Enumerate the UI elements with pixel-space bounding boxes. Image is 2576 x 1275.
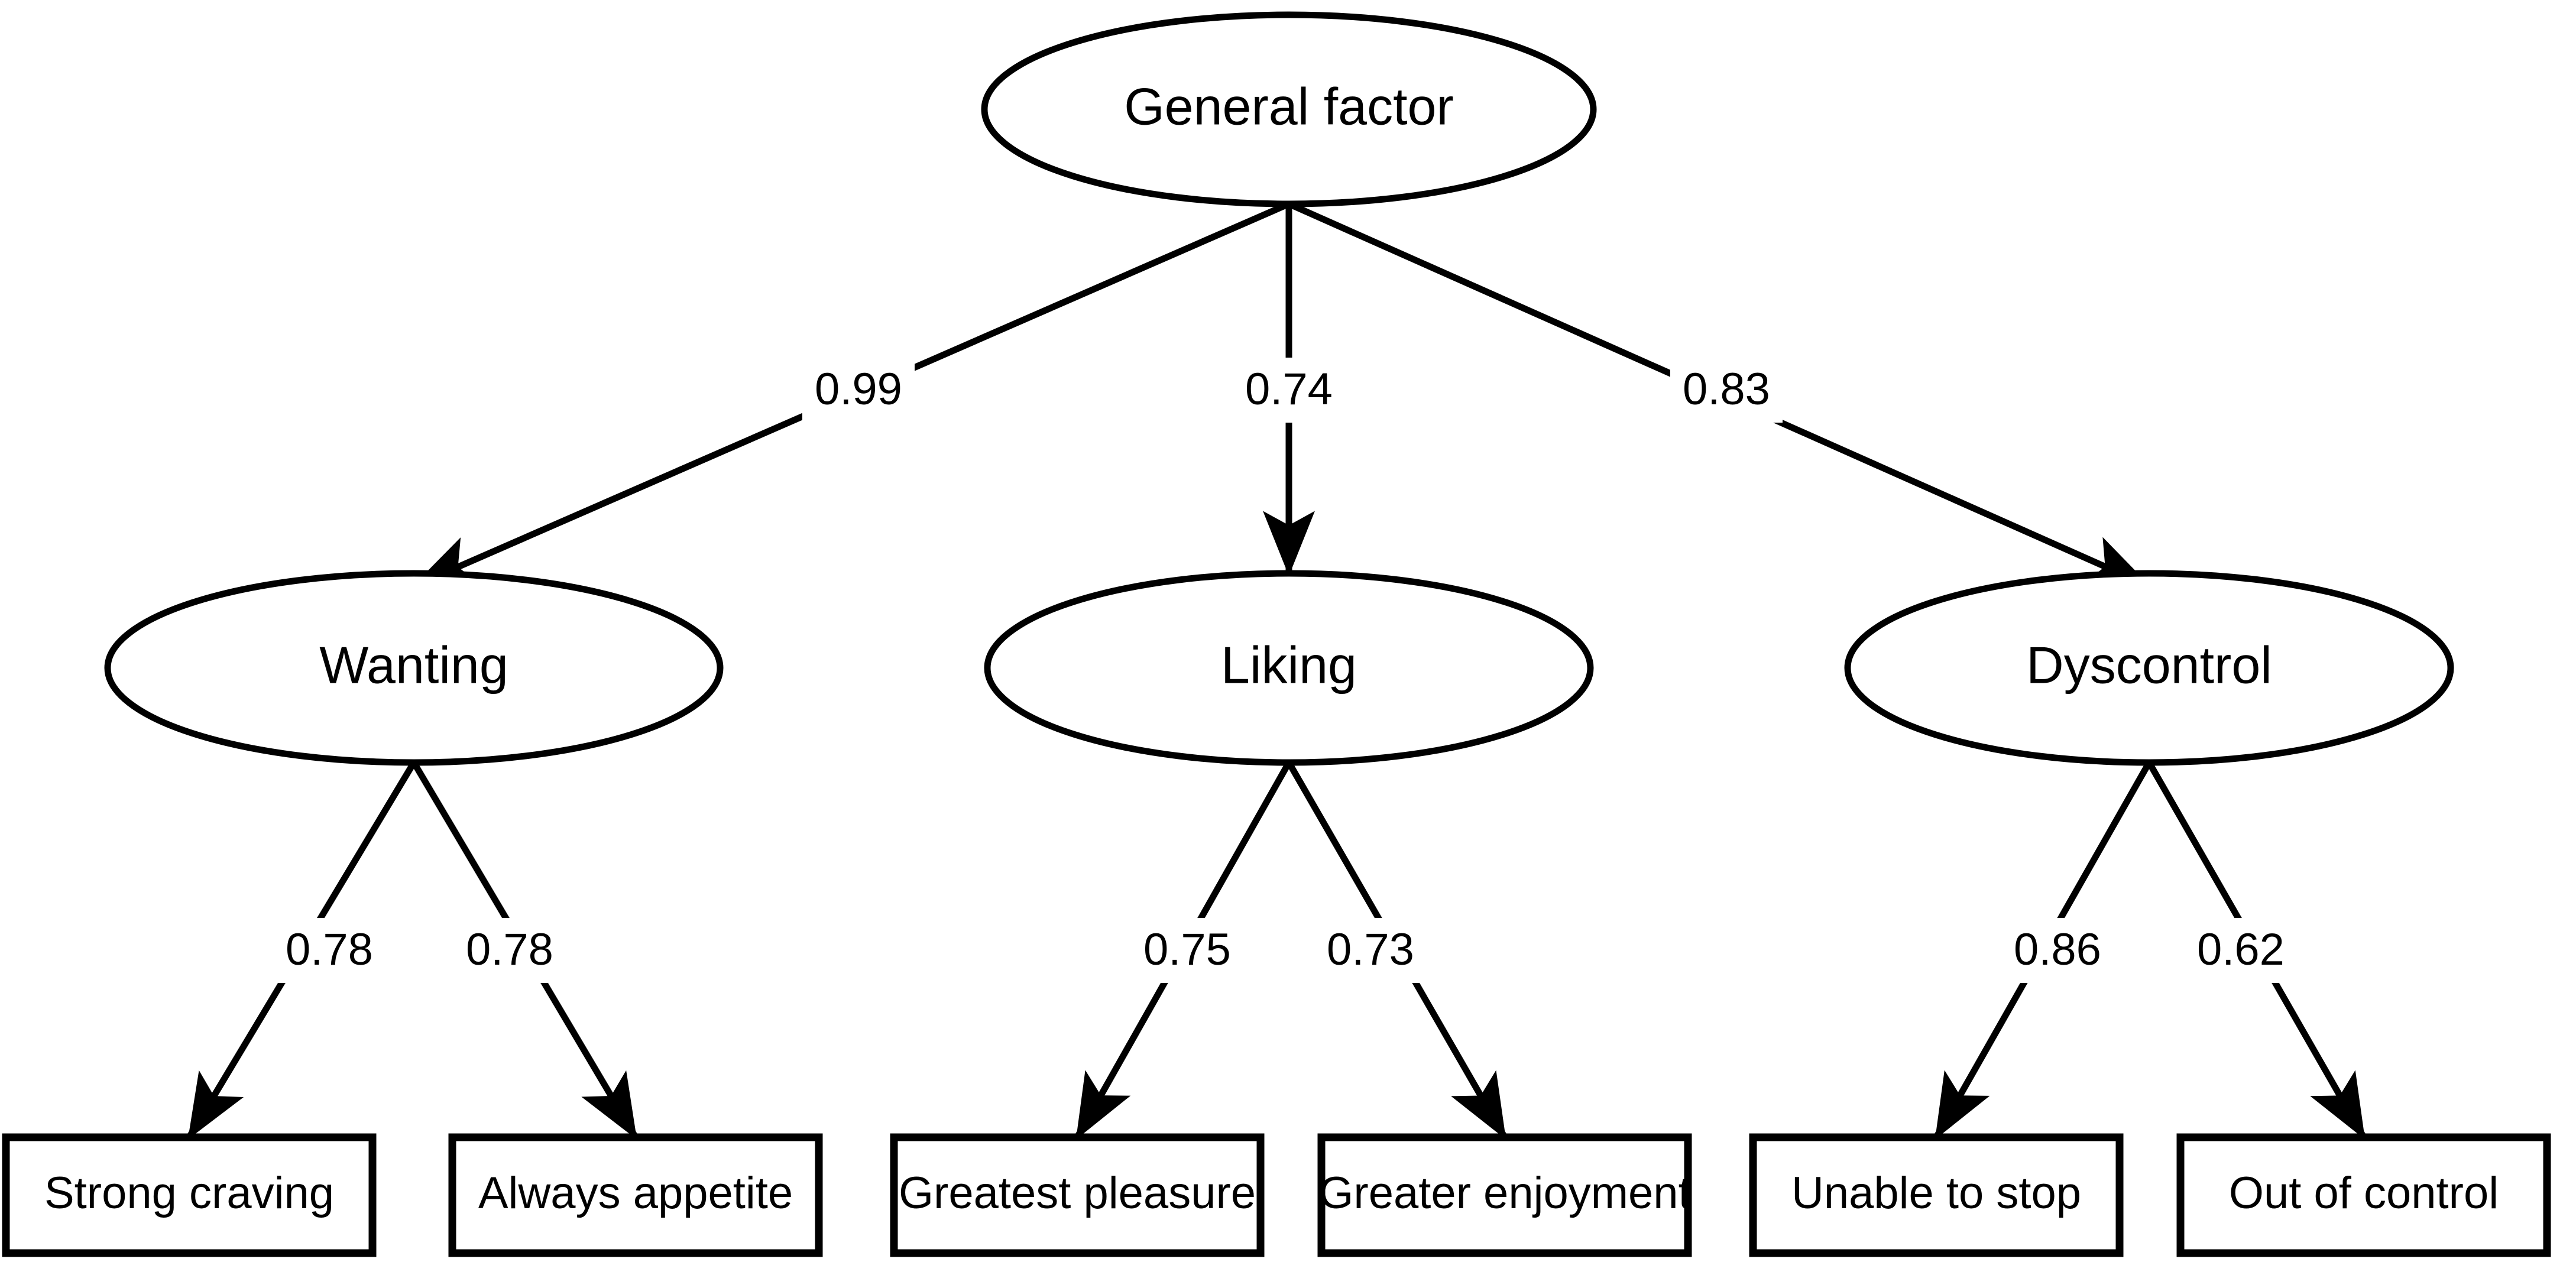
edge-labels-layer: 0.99 0.74 0.83 0.78 0.78 0.75 0.73 0.86 0.62 [273, 358, 2297, 983]
ellipse-shape [981, 11, 1597, 207]
edge-label-general-to-liking: 0.74 [1233, 358, 1345, 423]
rect-shape [448, 1133, 823, 1257]
edge-label-general-to-wanting: 0.99 [802, 358, 915, 423]
indicator-label: Out of control [2229, 1168, 2499, 1218]
label-backdrop [1314, 918, 1427, 983]
node-liking[interactable]: Liking [984, 570, 1594, 766]
factor-label: Liking [1221, 635, 1357, 694]
label-backdrop [2001, 918, 2114, 983]
indicator-greatest-pleasure[interactable]: Greatest pleasure [890, 1133, 1265, 1257]
loading-value: 0.75 [1143, 924, 1231, 975]
edge-label-general-to-dyscontrol: 0.83 [1670, 358, 1783, 423]
loading-value: 0.99 [815, 364, 902, 414]
indicator-label: Always appetite [478, 1168, 793, 1218]
label-backdrop [802, 358, 915, 423]
ellipse-shape [1844, 570, 2454, 766]
label-backdrop [2185, 918, 2297, 983]
loading-value: 0.62 [2197, 924, 2285, 975]
edge-label-liking-to-greater-enjoyment: 0.73 [1314, 918, 1427, 983]
edge-label-wanting-to-strong-craving: 0.78 [273, 918, 385, 983]
indicator-always-appetite[interactable]: Always appetite [448, 1133, 823, 1257]
indicator-greater-enjoyment[interactable]: Greater enjoyment [1317, 1133, 1692, 1257]
rect-shape [890, 1133, 1265, 1257]
label-backdrop [1233, 358, 1345, 423]
factor-label: Dyscontrol [2026, 635, 2272, 694]
loading-value: 0.78 [286, 924, 373, 975]
indicator-label: Strong craving [44, 1168, 334, 1218]
indicator-out-of-control[interactable]: Out of control [2176, 1133, 2551, 1257]
general-factor-label: General factor [1124, 77, 1454, 135]
ellipse-shape [104, 570, 724, 766]
rect-shape [2, 1133, 377, 1257]
edge-label-dyscontrol-to-unable-to-stop: 0.86 [2001, 918, 2114, 983]
label-backdrop [453, 918, 566, 983]
rect-shape [2176, 1133, 2551, 1257]
label-backdrop [1131, 918, 1243, 983]
factor-label: Wanting [319, 635, 508, 694]
node-wanting[interactable]: Wanting [104, 570, 724, 766]
node-dyscontrol[interactable]: Dyscontrol [1844, 570, 2454, 766]
loading-value: 0.86 [2014, 924, 2101, 975]
edge-label-liking-to-greatest-pleasure: 0.75 [1131, 918, 1243, 983]
ellipse-shape [984, 570, 1594, 766]
label-backdrop [273, 918, 385, 983]
rect-shape [1317, 1133, 1692, 1257]
loading-value: 0.74 [1245, 364, 1333, 414]
loading-value: 0.83 [1683, 364, 1770, 414]
rect-shape [1749, 1133, 2124, 1257]
label-backdrop [1670, 358, 1783, 423]
node-general[interactable]: General factor [981, 11, 1597, 207]
indicator-label: Greater enjoyment [1318, 1168, 1690, 1218]
indicator-label: Greatest pleasure [899, 1168, 1256, 1218]
indicator-strong-craving[interactable]: Strong craving [2, 1133, 377, 1257]
edge-label-dyscontrol-to-out-of-control: 0.62 [2185, 918, 2297, 983]
edge-label-wanting-to-always-appetite: 0.78 [453, 918, 566, 983]
loading-value: 0.78 [466, 924, 553, 975]
indicator-label: Unable to stop [1791, 1168, 2081, 1218]
indicator-unable-to-stop[interactable]: Unable to stop [1749, 1133, 2124, 1257]
loading-value: 0.73 [1327, 924, 1414, 975]
